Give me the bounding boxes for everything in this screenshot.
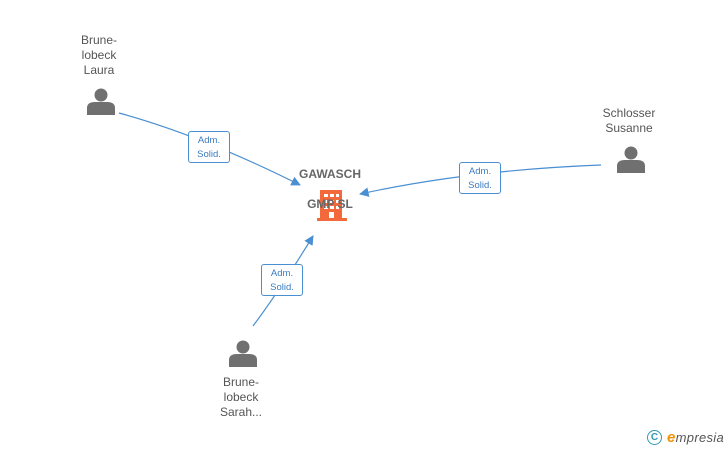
role-line1: Adm. bbox=[468, 166, 492, 177]
footer-branding: C empresia bbox=[647, 428, 724, 446]
role-line2: Solid. bbox=[270, 282, 294, 293]
role-line2: Solid. bbox=[468, 180, 492, 191]
copyright-icon: C bbox=[647, 429, 662, 445]
role-line2: Solid. bbox=[197, 149, 221, 160]
brand-rest: mpresia bbox=[675, 429, 724, 445]
person-icon[interactable] bbox=[229, 340, 257, 368]
company-name-line1: GAWASCH bbox=[298, 167, 361, 181]
role-line1: Adm. bbox=[270, 268, 294, 279]
brand-logo[interactable]: empresia bbox=[667, 429, 724, 446]
building-icon[interactable] bbox=[317, 190, 347, 221]
company-name-line2: GMP SL bbox=[307, 197, 353, 211]
role-badge-sarah[interactable]: Adm. Solid. bbox=[261, 264, 303, 296]
role-badge-susanne[interactable]: Adm. Solid. bbox=[459, 162, 501, 194]
brand-initial: e bbox=[667, 428, 676, 446]
person-label-laura[interactable]: Brune- lobeck Laura bbox=[80, 33, 118, 77]
person-label-susanne[interactable]: Schlosser Susanne bbox=[602, 106, 656, 135]
company-name[interactable]: GAWASCH GMP SL bbox=[275, 152, 385, 212]
person-icon[interactable] bbox=[617, 146, 645, 174]
person-label-sarah[interactable]: Brune- lobeck Sarah... bbox=[219, 375, 263, 419]
role-line1: Adm. bbox=[197, 135, 221, 146]
person-icon[interactable] bbox=[87, 88, 115, 116]
role-badge-laura[interactable]: Adm. Solid. bbox=[188, 131, 230, 163]
